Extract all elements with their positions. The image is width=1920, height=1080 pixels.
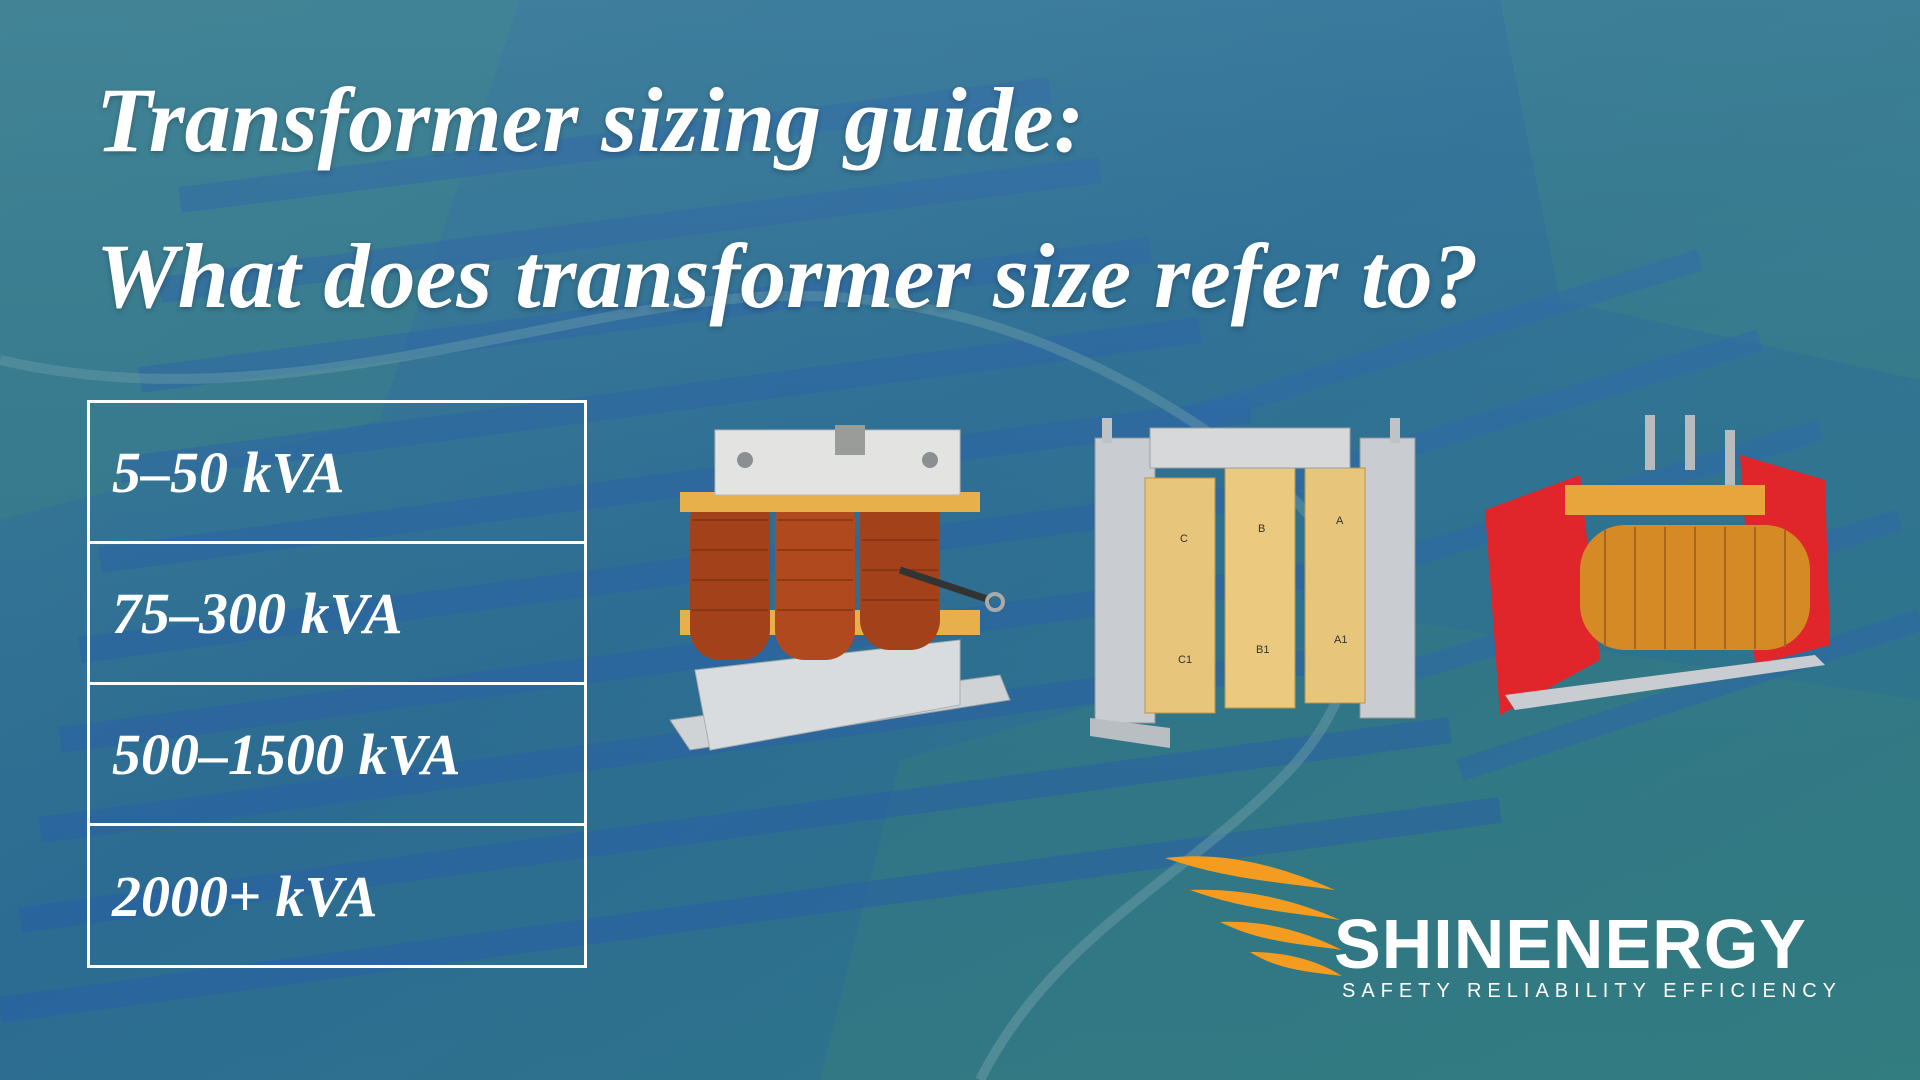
size-range-label: 75–300 kVA xyxy=(112,580,403,646)
size-range-row: 5–50 kVA xyxy=(90,403,584,544)
size-range-label: 2000+ kVA xyxy=(112,864,378,929)
size-range-row: 500–1500 kVA xyxy=(90,685,584,826)
svg-text:A1: A1 xyxy=(1334,634,1347,646)
brand-tagline: SAFETY RELIABILITY EFFICIENCY xyxy=(1342,980,1843,1002)
size-range-row: 2000+ kVA xyxy=(90,826,584,967)
page-title-line2: What does transformer size refer to? xyxy=(96,225,1479,327)
size-range-label: 5–50 kVA xyxy=(112,439,345,505)
shinenergy-logo-icon xyxy=(1165,856,1342,976)
svg-text:C1: C1 xyxy=(1178,654,1192,666)
svg-text:B1: B1 xyxy=(1256,644,1269,656)
svg-text:A: A xyxy=(1336,515,1344,527)
size-range-table: 5–50 kVA 75–300 kVA 500–1500 kVA 2000+ k… xyxy=(87,400,587,968)
svg-text:C: C xyxy=(1180,533,1188,545)
three-phase-transformer-labeled-icon: C B A C1 B1 A1 xyxy=(1090,418,1416,748)
size-range-row: 75–300 kVA xyxy=(90,544,584,685)
brand-name: SHINENERGY xyxy=(1334,905,1807,983)
three-phase-copper-reactor-icon xyxy=(669,425,1011,751)
svg-text:B: B xyxy=(1258,523,1265,535)
page-title-line1: Transformer sizing guide: xyxy=(96,69,1085,171)
size-range-label: 500–1500 kVA xyxy=(112,721,461,787)
red-frame-copper-reactor-icon xyxy=(1485,415,1830,715)
